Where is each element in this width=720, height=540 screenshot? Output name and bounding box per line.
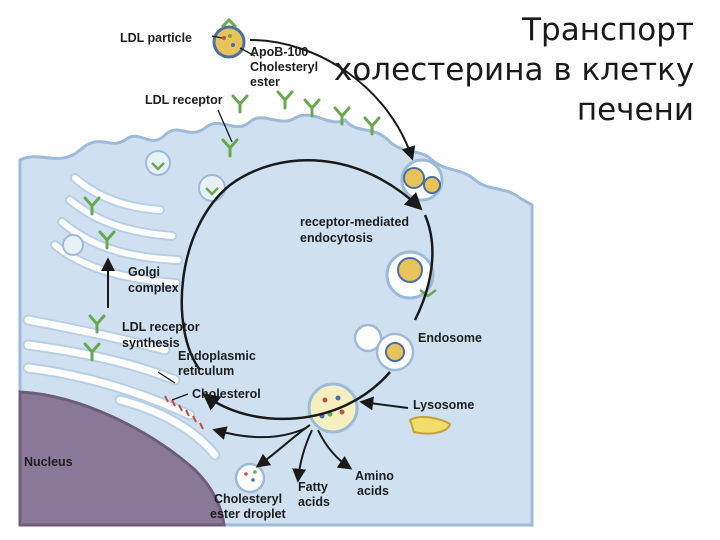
label-reticulum: reticulum xyxy=(178,364,234,378)
label-endoplasmic: Endoplasmic xyxy=(178,349,256,363)
title-line-3: печени xyxy=(576,92,694,128)
label-cholesteryl-droplet-2: ester droplet xyxy=(210,507,287,521)
label-nucleus: Nucleus xyxy=(24,455,73,469)
label-cholesterol: Cholesterol xyxy=(192,387,261,401)
label-apob-100: ApoB-100 xyxy=(250,45,308,59)
lysosome-fusion xyxy=(307,382,359,434)
label-cholesteryl: Cholesteryl xyxy=(250,60,318,74)
label-fatty-acids: acids xyxy=(298,495,330,509)
binding-arrow xyxy=(249,39,416,161)
endoplasmic-reticulum xyxy=(22,314,221,461)
label-golgi: Golgi xyxy=(128,265,160,279)
nucleus xyxy=(18,390,226,527)
cholesterol-marks xyxy=(164,395,204,430)
label-ldl-receptor-synthesis-1: LDL receptor xyxy=(122,320,200,334)
label-cholesteryl-droplet-1: Cholesteryl xyxy=(214,492,282,506)
slide-title: Транспорт холестерина в клетку печени xyxy=(334,10,694,130)
label-fatty: Fatty xyxy=(298,480,328,494)
cholesteryl-ester-droplet xyxy=(234,462,266,494)
golgi-complex xyxy=(50,173,183,288)
label-receptor-mediated: receptor-mediated xyxy=(300,215,409,229)
cycle-arrow xyxy=(180,159,433,371)
label-amino: Amino xyxy=(355,469,394,483)
label-ldl-receptor: LDL receptor xyxy=(145,93,223,107)
label-ldl-receptor-synthesis-2: synthesis xyxy=(122,336,180,350)
endocytic-vesicles xyxy=(353,158,444,372)
label-amino-acids: acids xyxy=(357,484,389,498)
label-complex: complex xyxy=(128,281,179,295)
title-line-1: Транспорт xyxy=(522,12,694,48)
product-arrows xyxy=(212,424,353,483)
label-lysosome: Lysosome xyxy=(413,398,474,412)
lysosome-arrow xyxy=(359,396,409,411)
ldl-particle xyxy=(212,17,246,59)
label-endosome: Endosome xyxy=(418,331,482,345)
lysosome-shape xyxy=(408,416,452,435)
membrane-receptors xyxy=(83,90,381,362)
label-ester: ester xyxy=(250,75,280,89)
label-endocytosis: endocytosis xyxy=(300,231,373,245)
cycle-arrow-lower xyxy=(202,371,391,421)
pointer-lines xyxy=(157,35,256,401)
title-line-2: холестерина в клетку xyxy=(334,52,695,88)
label-ldl-particle: LDL particle xyxy=(120,31,192,45)
